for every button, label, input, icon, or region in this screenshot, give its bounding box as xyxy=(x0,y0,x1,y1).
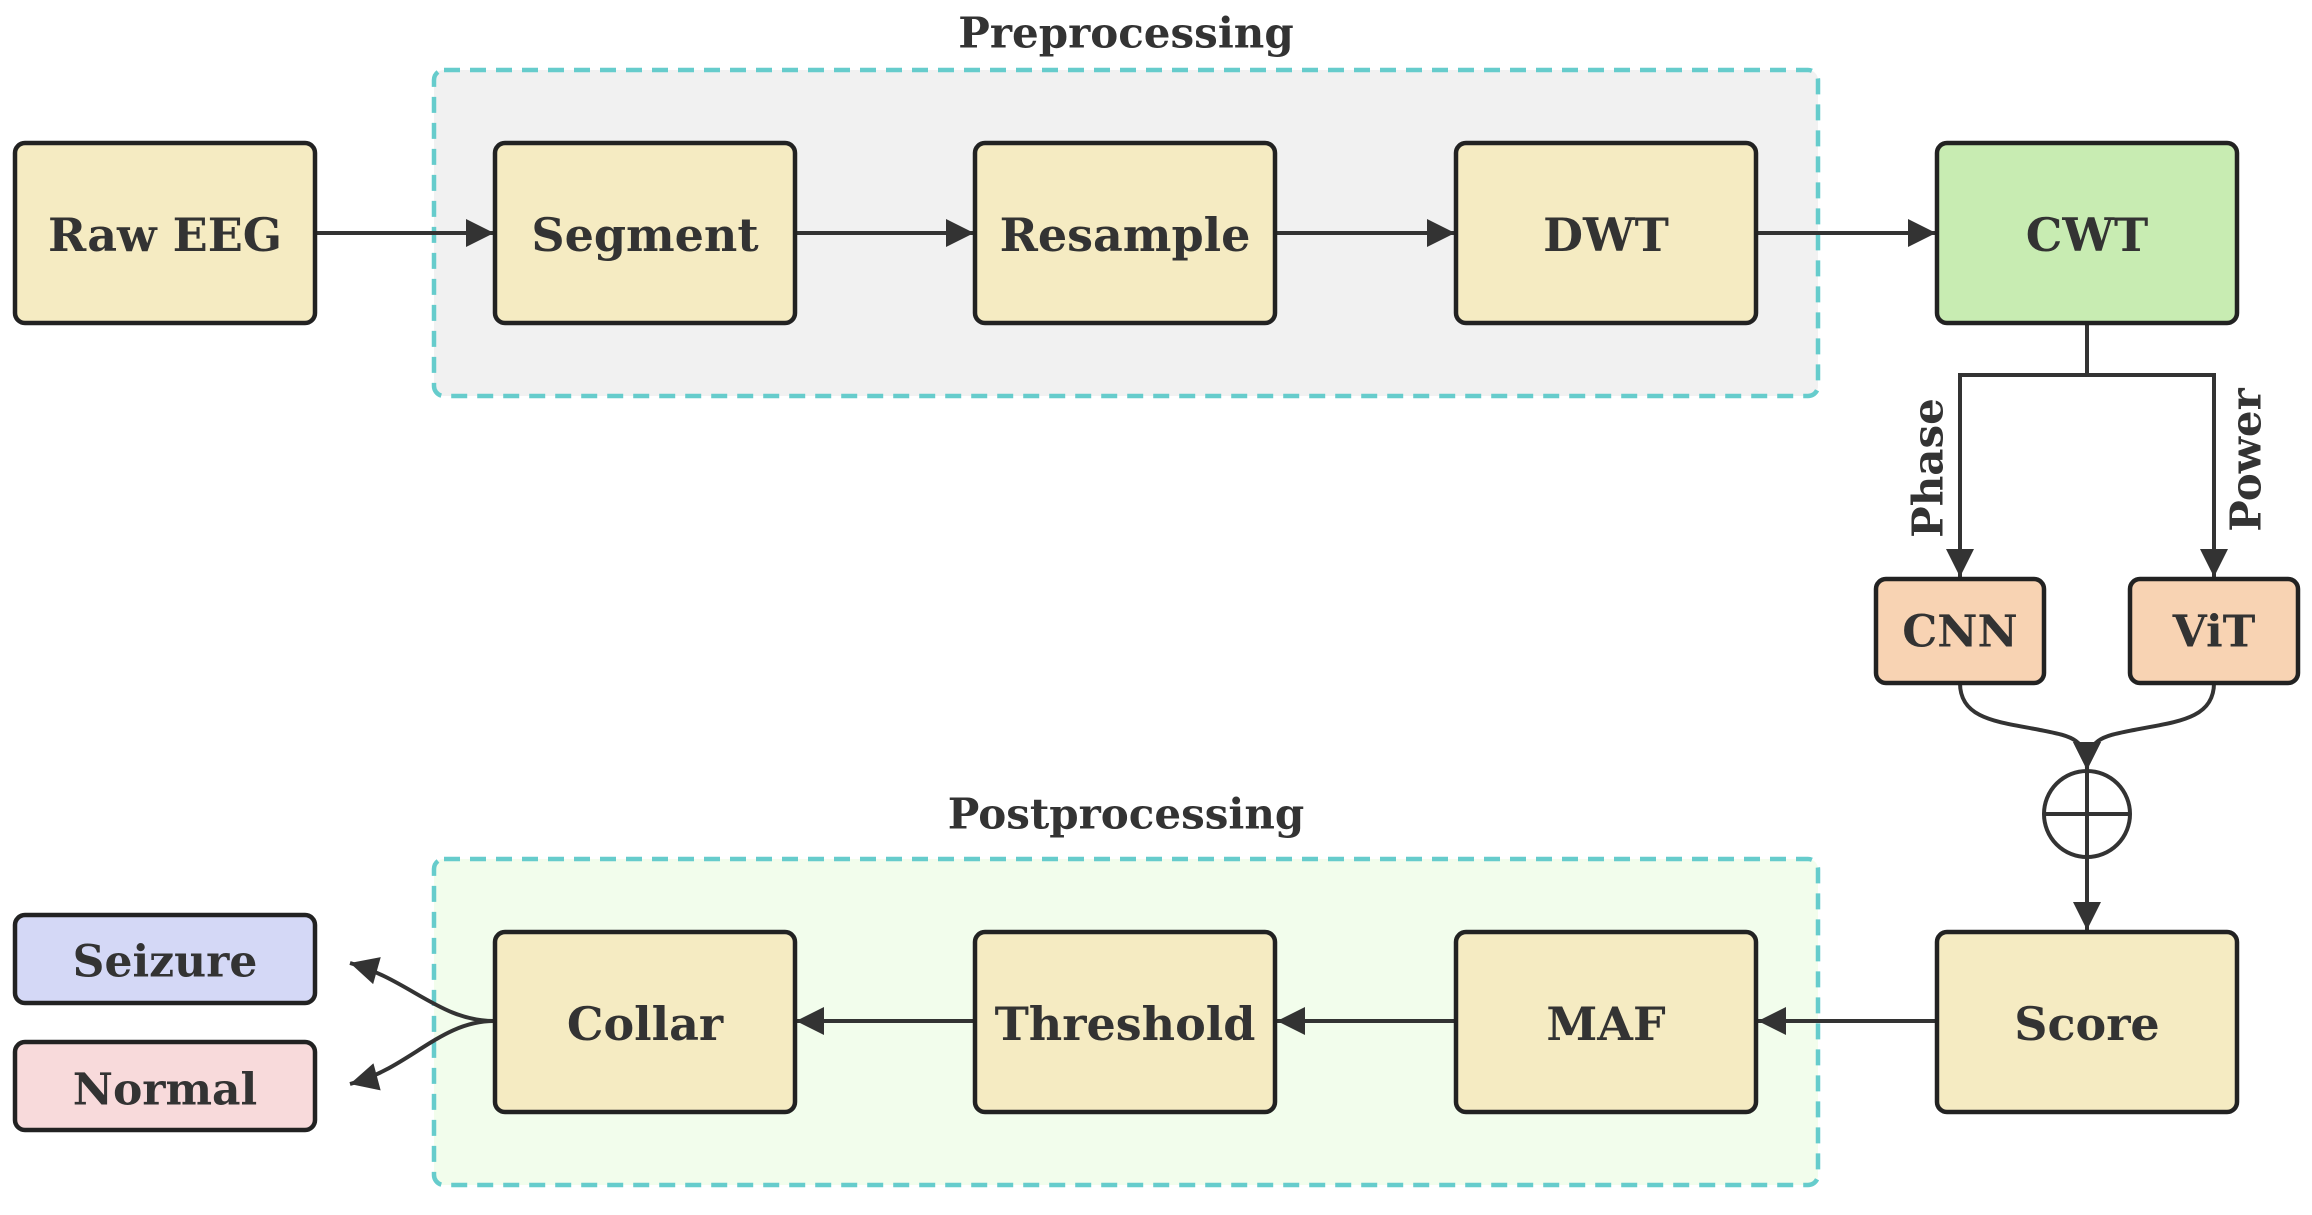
node-score: Score xyxy=(1934,929,2240,1115)
edges xyxy=(316,219,2228,1091)
node-resample: Resample xyxy=(972,140,1278,326)
node-collar-label: Collar xyxy=(567,997,724,1051)
node-maf: MAF xyxy=(1453,929,1759,1115)
node-normal: Normal xyxy=(12,1039,318,1133)
edge-cwt-to-vit xyxy=(2087,373,2228,577)
postprocessing-title: Postprocessing xyxy=(948,790,1304,839)
node-cnn: CNN xyxy=(1873,576,2047,686)
edge-label-power: Power xyxy=(2222,387,2271,531)
edge-cwt-to-cnn xyxy=(1946,325,2089,577)
node-threshold: Threshold xyxy=(972,929,1278,1115)
node-collar: Collar xyxy=(492,929,798,1115)
node-normal-label: Normal xyxy=(73,1065,258,1116)
node-cnn-label: CNN xyxy=(1902,607,2017,658)
node-dwt-label: DWT xyxy=(1543,208,1669,262)
preprocessing-title: Preprocessing xyxy=(958,9,1293,58)
node-segment: Segment xyxy=(492,140,798,326)
node-raw-eeg: Raw EEG xyxy=(12,140,318,326)
edge-label-phase: Phase xyxy=(1904,398,1953,538)
node-segment-label: Segment xyxy=(531,208,759,262)
node-cwt-label: CWT xyxy=(2026,208,2149,262)
node-vit: ViT xyxy=(2127,576,2301,686)
node-score-label: Score xyxy=(2014,997,2159,1051)
edge-cnn-to-merge xyxy=(1958,682,2101,771)
node-seizure-label: Seizure xyxy=(73,937,258,988)
node-maf-label: MAF xyxy=(1546,997,1666,1051)
node-dwt: DWT xyxy=(1453,140,1759,326)
node-seizure: Seizure xyxy=(12,912,318,1006)
node-threshold-label: Threshold xyxy=(995,997,1256,1051)
edge-collar-to-seizure xyxy=(349,957,495,1023)
merge-plus-icon xyxy=(2042,769,2132,859)
node-cwt: CWT xyxy=(1934,140,2240,326)
node-vit-label: ViT xyxy=(2172,607,2256,658)
node-raw-eeg-label: Raw EEG xyxy=(48,208,282,262)
edge-vit-to-merge xyxy=(2073,682,2216,771)
edge-collar-to-normal xyxy=(349,1019,495,1091)
node-resample-label: Resample xyxy=(1000,208,1251,262)
